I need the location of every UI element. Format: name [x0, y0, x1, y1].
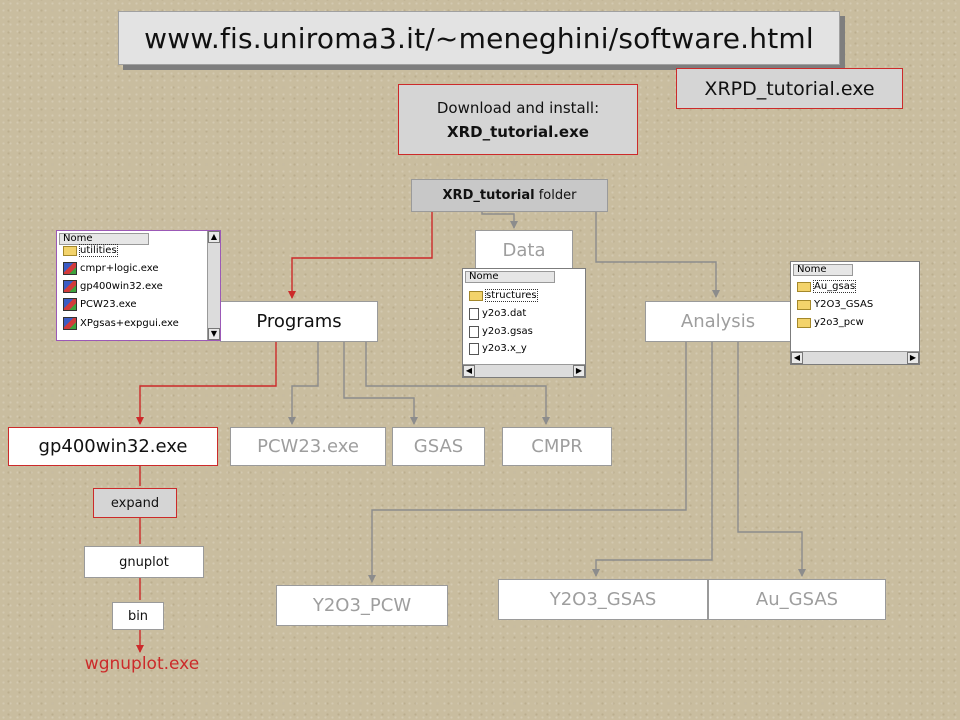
exe-icon: [63, 298, 77, 311]
download-install-box: Download and install: XRD_tutorial.exe: [398, 84, 638, 155]
explorer-programs-panel: Nome utilities cmpr+logic.exe gp400win32…: [56, 230, 221, 341]
list-item[interactable]: gp400win32.exe: [63, 279, 163, 294]
download-line1: Download and install:: [436, 98, 600, 117]
list-item[interactable]: Au_gsas: [797, 279, 857, 294]
node-cmpr[interactable]: CMPR: [502, 427, 612, 466]
list-item[interactable]: y2o3.x_y: [469, 341, 527, 356]
explorer-analysis-header[interactable]: Nome: [793, 264, 853, 276]
file-icon: [469, 307, 479, 320]
scroll-arrow-icon[interactable]: ◀: [463, 365, 475, 377]
list-item[interactable]: y2o3_pcw: [797, 315, 864, 330]
download-line2: XRD_tutorial.exe: [447, 122, 589, 141]
node-gp400win32-label: gp400win32.exe: [38, 436, 188, 457]
folder-icon: [797, 281, 811, 292]
scroll-arrow-icon[interactable]: ▲: [208, 231, 220, 243]
node-programs-label: Programs: [256, 311, 342, 332]
node-bin-label: bin: [127, 608, 149, 624]
node-wgnuplot-label: wgnuplot.exe: [84, 654, 200, 674]
list-item[interactable]: utilities: [63, 243, 118, 258]
exe-icon: [63, 262, 77, 275]
root-folder-suffix: folder: [534, 188, 577, 203]
node-y2o3-gsas[interactable]: Y2O3_GSAS: [498, 579, 708, 620]
list-item[interactable]: y2o3.gsas: [469, 324, 533, 339]
scroll-arrow-icon[interactable]: ▶: [573, 365, 585, 377]
list-item[interactable]: y2o3.dat: [469, 306, 526, 321]
list-item[interactable]: Y2O3_GSAS: [797, 297, 873, 312]
list-item[interactable]: XPgsas+expgui.exe: [63, 316, 179, 331]
list-item[interactable]: structures: [469, 288, 538, 303]
explorer-analysis-panel: Nome Au_gsas Y2O3_GSAS y2o3_pcw ◀ ▶: [790, 261, 920, 365]
file-icon: [469, 342, 479, 355]
folder-icon: [63, 245, 77, 256]
xrpd-tutorial-box: XRPD_tutorial.exe: [676, 68, 903, 109]
list-item[interactable]: PCW23.exe: [63, 297, 137, 312]
node-expand[interactable]: expand: [93, 488, 177, 518]
folder-icon: [797, 299, 811, 310]
horizontal-scrollbar[interactable]: ◀ ▶: [463, 364, 585, 377]
node-pcw23[interactable]: PCW23.exe: [230, 427, 386, 466]
node-gnuplot-label: gnuplot: [119, 554, 169, 570]
node-gp400win32[interactable]: gp400win32.exe: [8, 427, 218, 466]
wire-root-data: [481, 210, 518, 229]
explorer-data-panel: Nome structures y2o3.dat y2o3.gsas y2o3.…: [462, 268, 586, 378]
node-au-gsas-label: Au_GSAS: [755, 589, 839, 610]
node-pcw23-label: PCW23.exe: [257, 436, 359, 457]
node-bin[interactable]: bin: [112, 602, 164, 630]
wire-analysis-au: [737, 342, 806, 577]
wire-programs-gsas: [343, 342, 418, 425]
node-y2o3-gsas-label: Y2O3_GSAS: [549, 589, 657, 610]
node-analysis[interactable]: Analysis: [645, 301, 791, 342]
explorer-data-header[interactable]: Nome: [465, 271, 555, 283]
list-item[interactable]: cmpr+logic.exe: [63, 261, 159, 276]
wire-programs-pcw23: [288, 342, 319, 425]
url-text: www.fis.uniroma3.it/~meneghini/software.…: [144, 21, 814, 55]
wire-programs-cmpr: [365, 342, 550, 425]
node-analysis-label: Analysis: [680, 311, 756, 332]
horizontal-scrollbar[interactable]: ◀ ▶: [791, 351, 919, 364]
wire-root-programs: [288, 210, 433, 299]
wire-root-analysis: [595, 210, 720, 298]
wire-analysis-pcw: [368, 342, 687, 583]
node-gnuplot[interactable]: gnuplot: [84, 546, 204, 578]
exe-icon: [63, 280, 77, 293]
wire-analysis-gsas: [592, 342, 713, 577]
folder-icon: [469, 290, 483, 301]
scroll-arrow-icon[interactable]: ▼: [208, 328, 220, 340]
node-data[interactable]: Data: [475, 230, 573, 271]
node-gsas-label: GSAS: [413, 436, 464, 457]
node-y2o3-pcw-label: Y2O3_PCW: [312, 595, 412, 616]
node-gsas[interactable]: GSAS: [392, 427, 485, 466]
exe-icon: [63, 317, 77, 330]
node-expand-label: expand: [110, 495, 160, 511]
scroll-arrow-icon[interactable]: ▶: [907, 352, 919, 364]
node-y2o3-pcw[interactable]: Y2O3_PCW: [276, 585, 448, 626]
node-programs[interactable]: Programs: [220, 301, 378, 342]
node-au-gsas[interactable]: Au_GSAS: [708, 579, 886, 620]
scroll-arrow-icon[interactable]: ◀: [791, 352, 803, 364]
folder-icon: [797, 317, 811, 328]
wire-programs-gp400: [136, 342, 277, 425]
node-cmpr-label: CMPR: [531, 436, 583, 457]
file-icon: [469, 325, 479, 338]
explorer-programs-header[interactable]: Nome: [59, 233, 149, 245]
root-folder-box: XRD_tutorial folder: [411, 179, 608, 212]
xrpd-tutorial-label: XRPD_tutorial.exe: [704, 77, 875, 100]
node-wgnuplot[interactable]: wgnuplot.exe: [62, 654, 222, 678]
root-folder-name: XRD_tutorial: [442, 188, 535, 203]
url-title-bar[interactable]: www.fis.uniroma3.it/~meneghini/software.…: [118, 11, 840, 65]
node-data-label: Data: [502, 240, 546, 261]
vertical-scrollbar[interactable]: ▲ ▼: [207, 231, 220, 340]
